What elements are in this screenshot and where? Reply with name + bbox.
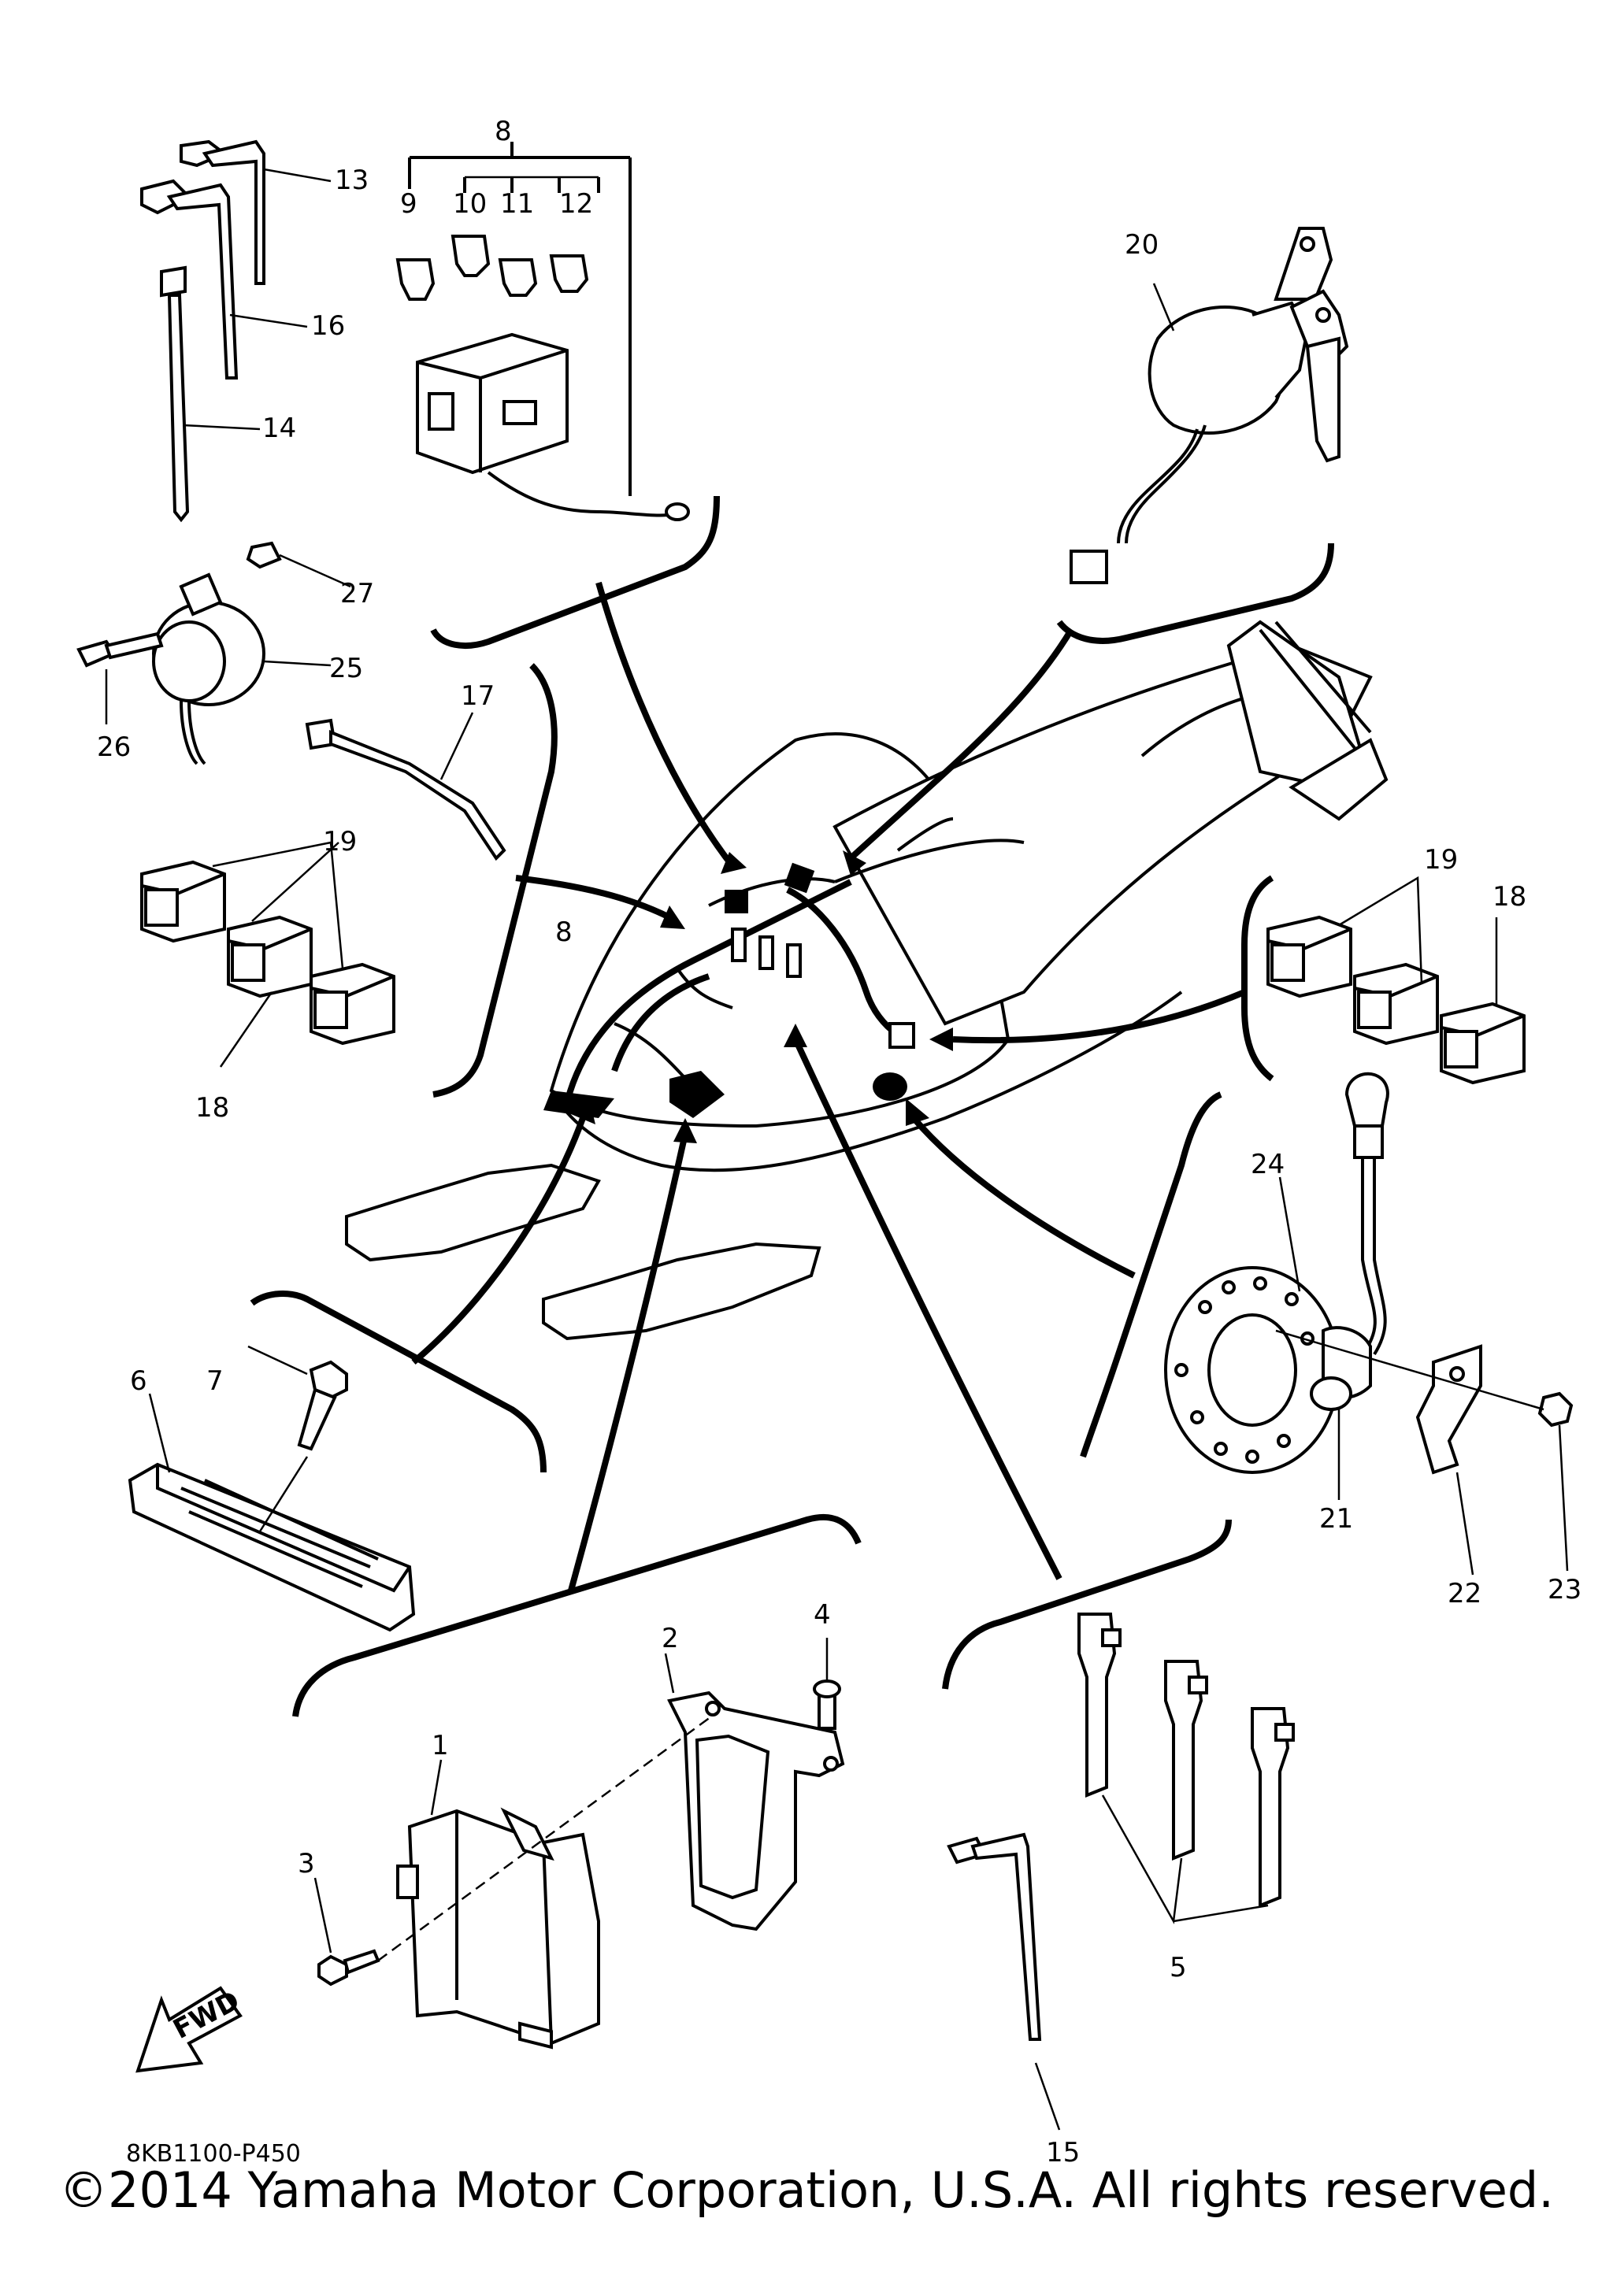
callout-12: 12 bbox=[559, 188, 593, 220]
ignition-coils-group bbox=[784, 1024, 1295, 2131]
callout-19-left: 19 bbox=[323, 826, 357, 857]
callout-4: 4 bbox=[814, 1599, 831, 1631]
fwd-arrow-icon: FWD bbox=[135, 1985, 245, 2073]
cable-tie-17 bbox=[305, 712, 506, 861]
rectifier-regulator-group bbox=[128, 1098, 595, 1632]
callout-1: 1 bbox=[432, 1730, 449, 1761]
callout-14: 14 bbox=[262, 413, 296, 444]
ignition-switch-group bbox=[843, 227, 1349, 876]
callout-18-left: 18 bbox=[195, 1092, 229, 1124]
callout-5: 5 bbox=[1170, 1952, 1187, 1983]
callout-22: 22 bbox=[1448, 1578, 1481, 1609]
callout-16: 16 bbox=[311, 310, 345, 342]
callout-23: 23 bbox=[1548, 1574, 1581, 1605]
callout-15: 15 bbox=[1046, 2137, 1080, 2168]
callout-3: 3 bbox=[298, 1848, 315, 1879]
relays-left-group bbox=[140, 663, 685, 1098]
callout-7: 7 bbox=[206, 1365, 224, 1397]
callout-24: 24 bbox=[1251, 1149, 1285, 1180]
callout-labels: 8 9 10 11 12 13 16 14 20 27 25 26 17 19 … bbox=[97, 116, 1581, 2168]
relays-right-group bbox=[929, 875, 1526, 1085]
callout-26: 26 bbox=[97, 731, 131, 763]
callout-9: 9 bbox=[400, 188, 417, 220]
copyright-notice: ©2014 Yamaha Motor Corporation, U.S.A. A… bbox=[59, 2161, 1554, 2219]
cable-ties-group bbox=[140, 139, 332, 523]
cdi-unit-group: FWD bbox=[135, 1118, 862, 2073]
callout-13: 13 bbox=[335, 165, 369, 196]
fwd-label: FWD bbox=[168, 1985, 244, 2046]
pickup-coil-group bbox=[906, 1072, 1574, 1576]
horn-group bbox=[76, 541, 351, 765]
callout-27: 27 bbox=[340, 578, 374, 609]
drawing-code: 8KB1100-P450 bbox=[126, 2140, 301, 2168]
callout-17: 17 bbox=[461, 680, 495, 712]
callout-2: 2 bbox=[662, 1623, 679, 1654]
callout-6: 6 bbox=[130, 1365, 147, 1397]
callout-11: 11 bbox=[500, 188, 534, 220]
callout-21: 21 bbox=[1319, 1503, 1353, 1535]
callout-18-right: 18 bbox=[1492, 881, 1526, 913]
callout-8-top: 8 bbox=[495, 116, 512, 147]
snowmobile-body bbox=[345, 620, 1389, 1341]
callout-19-right: 19 bbox=[1424, 844, 1458, 876]
callout-10: 10 bbox=[453, 188, 487, 220]
callout-25: 25 bbox=[329, 653, 363, 684]
fuse-box-group bbox=[395, 142, 747, 874]
callout-8-center: 8 bbox=[555, 917, 573, 948]
callout-20: 20 bbox=[1125, 229, 1159, 261]
